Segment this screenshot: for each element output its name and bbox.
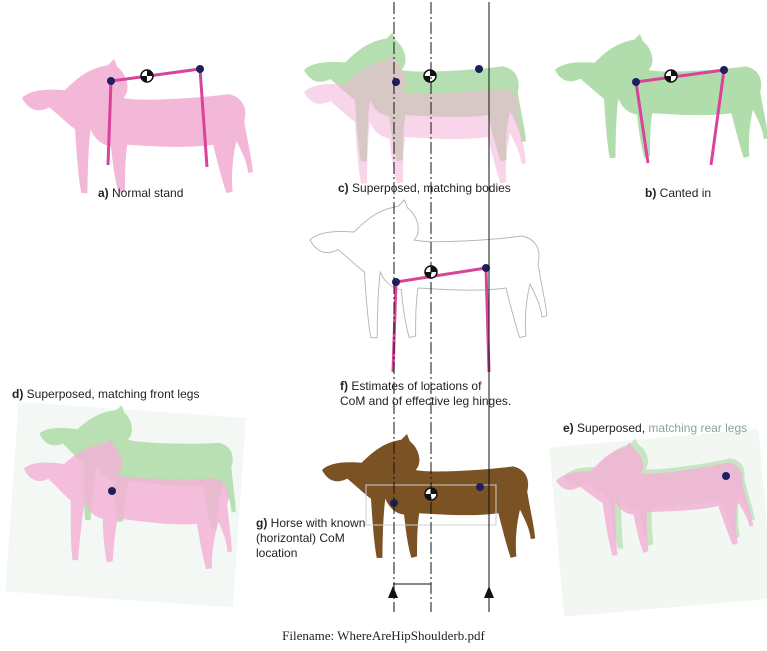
caption-e-letter: e) bbox=[563, 421, 574, 435]
caption-g-line3: location bbox=[256, 546, 297, 560]
rear-hinge-dot-a bbox=[196, 65, 204, 73]
caption-c: c) Superposed, matching bodies bbox=[338, 181, 511, 196]
caption-g-letter: g) bbox=[256, 516, 267, 530]
caption-g: g) Horse with known (horizontal) CoM loc… bbox=[256, 516, 365, 561]
caption-e-text: Superposed, bbox=[577, 421, 645, 435]
caption-c-letter: c) bbox=[338, 181, 349, 195]
caption-a: a) Normal stand bbox=[98, 186, 183, 201]
caption-d: d) Superposed, matching front legs bbox=[12, 387, 199, 402]
hinge-dot-e bbox=[722, 472, 730, 480]
hinge-dot-d bbox=[108, 487, 116, 495]
panel-f-skeleton bbox=[310, 200, 547, 372]
caption-f-line2: CoM and of effective leg hinges. bbox=[340, 394, 511, 408]
horse-pink-a bbox=[22, 59, 253, 193]
caption-g-line2: (horizontal) CoM bbox=[256, 531, 345, 545]
caption-e: e) Superposed, matching rear legs bbox=[563, 421, 747, 436]
caption-f: f) Estimates of locations of CoM and of … bbox=[340, 379, 511, 409]
front-hinge-dot-f bbox=[392, 278, 400, 286]
caption-a-text: Normal stand bbox=[112, 186, 183, 200]
caption-e-faded: matching rear legs bbox=[648, 421, 747, 435]
front-hinge-dot-a bbox=[107, 77, 115, 85]
caption-c-text: Superposed, matching bodies bbox=[352, 181, 511, 195]
com-marker-c bbox=[424, 70, 436, 82]
rear-hinge-dot-g bbox=[476, 483, 484, 491]
com-marker-b bbox=[665, 70, 677, 82]
caption-a-letter: a) bbox=[98, 186, 109, 200]
horse-green-b bbox=[555, 34, 767, 158]
caption-f-line1: Estimates of locations of bbox=[351, 379, 481, 393]
rear-hinge-dot-b bbox=[720, 66, 728, 74]
panel-d-superposed-front-legs bbox=[5, 398, 246, 607]
leg-hinge-lines-f bbox=[393, 268, 489, 372]
front-support-arrow bbox=[388, 586, 398, 598]
front-hinge-dot-b bbox=[632, 78, 640, 86]
caption-b: b) Canted in bbox=[645, 186, 711, 201]
caption-d-text: Superposed, matching front legs bbox=[27, 387, 200, 401]
panel-b-canted-in bbox=[555, 34, 767, 165]
front-hinge-dot-c bbox=[392, 78, 400, 86]
caption-b-letter: b) bbox=[645, 186, 656, 200]
caption-b-text: Canted in bbox=[660, 186, 711, 200]
caption-g-line1: Horse with known bbox=[271, 516, 366, 530]
filename-footer: Filename: WhereAreHipShoulderb.pdf bbox=[0, 628, 767, 644]
panel-c-superposed-bodies bbox=[304, 33, 526, 184]
caption-f-letter: f) bbox=[340, 379, 348, 393]
panel-a-normal-stand bbox=[22, 59, 253, 193]
rear-hinge-dot-c bbox=[475, 65, 483, 73]
caption-d-letter: d) bbox=[12, 387, 23, 401]
com-marker-a bbox=[141, 70, 153, 82]
panel-e-superposed-rear-legs bbox=[549, 428, 767, 617]
